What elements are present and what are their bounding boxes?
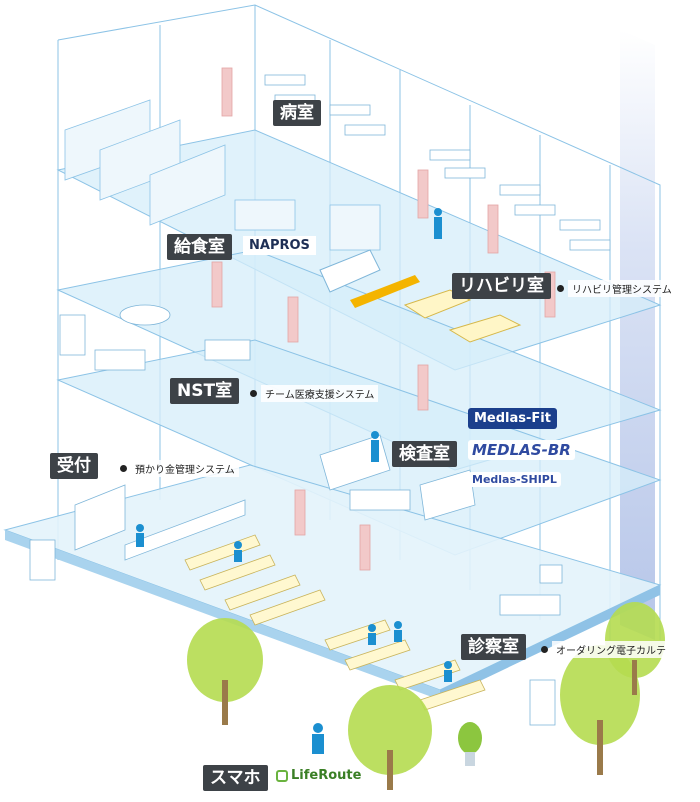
person-icon [234, 541, 242, 562]
rehab-equipment [319, 249, 522, 343]
person-icon [368, 624, 376, 645]
kitchen-label: 給食室 [167, 234, 232, 260]
nst-system-tag: チーム医療支援システム [250, 385, 379, 402]
ward-label: 病室 [273, 100, 321, 126]
exam-desk [499, 564, 563, 726]
medlas-shipl-logo: Medlas-SHIPL [468, 472, 561, 487]
people [136, 208, 452, 754]
liferoute-logo: LifeRoute [272, 767, 366, 784]
rehab-system-label: リハビリ管理システム [568, 280, 676, 297]
nst-system-label: チーム医療支援システム [261, 385, 379, 402]
exam-system-tag: オーダリング電子カルテ [541, 641, 670, 658]
door [359, 524, 371, 571]
reception-system-label: 預かり金管理システム [131, 460, 239, 477]
door [294, 489, 306, 536]
nst-label: NST室 [170, 378, 240, 404]
person-icon [434, 208, 442, 239]
person-icon [394, 621, 402, 642]
rehab-label: リハビリ室 [452, 273, 551, 299]
door [417, 364, 429, 411]
nst-furniture [59, 304, 251, 371]
door [221, 67, 233, 117]
person-icon [371, 431, 379, 462]
trees [187, 602, 665, 790]
door [287, 296, 299, 343]
liferoute-label: LifeRoute [291, 768, 362, 783]
door [211, 261, 223, 308]
rehab-system-tag: リハビリ管理システム [557, 280, 676, 297]
tree-icon [605, 602, 665, 695]
bullet-icon [557, 285, 564, 292]
tree-icon [348, 685, 432, 790]
ground-slab [5, 530, 440, 700]
door [487, 204, 499, 254]
lab-counters [319, 434, 476, 521]
liferoute-mark-icon [276, 769, 288, 782]
door [417, 169, 429, 219]
smartphone-label: スマホ [203, 765, 268, 791]
bullet-icon [120, 465, 127, 472]
person-icon [312, 723, 324, 754]
medlas-fit-logo: Medlas-Fit [468, 408, 557, 429]
reception-counter [29, 484, 246, 581]
reception-label: 受付 [50, 453, 98, 479]
reception-system-tag: 預かり金管理システム [120, 460, 239, 477]
kitchen-shelves [64, 99, 381, 251]
napros-logo: NAPROS [243, 236, 316, 255]
exam-system-label: オーダリング電子カルテ [552, 641, 670, 658]
lab-label: 検査室 [392, 441, 457, 467]
plant-pot-icon [458, 722, 482, 766]
person-icon [136, 524, 144, 547]
tree-icon [187, 618, 263, 725]
exam-label: 診察室 [461, 634, 526, 660]
person-icon [444, 661, 452, 682]
medlas-br-logo: MEDLAS-BR [468, 440, 575, 460]
ground-slab-right [440, 585, 660, 700]
bullet-icon [541, 646, 548, 653]
bullet-icon [250, 390, 257, 397]
elevator-shaft [620, 30, 655, 640]
